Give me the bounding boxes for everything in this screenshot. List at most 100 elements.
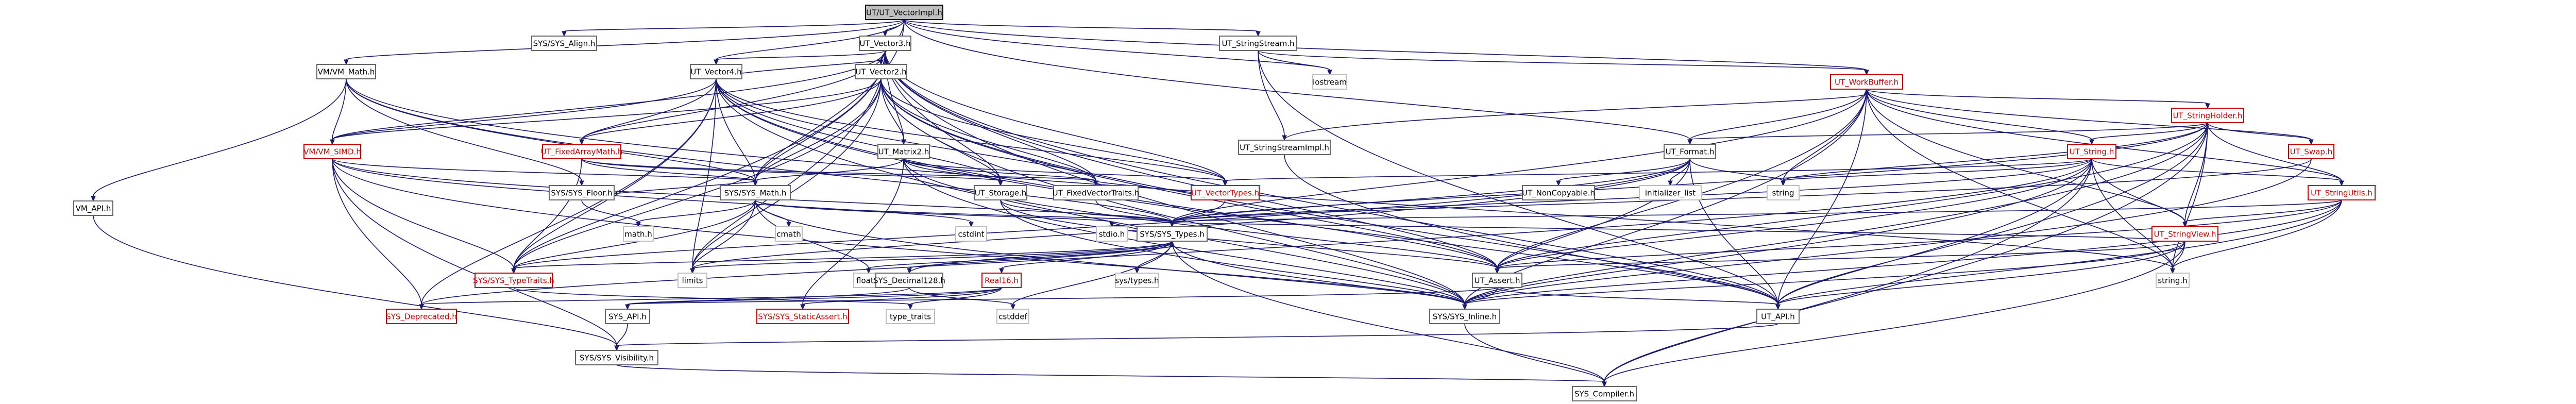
edge-line <box>880 78 1465 305</box>
edge-line <box>332 158 756 181</box>
node-strutils[interactable]: UT_StringUtils.h <box>2308 185 2376 200</box>
node-box <box>1830 74 1903 90</box>
edge-sysmath-to-inline <box>755 199 1467 310</box>
node-fixarr[interactable]: UT_FixedArrayMath.h <box>541 144 623 159</box>
node-vec2[interactable]: UT_Vector2.h <box>855 64 907 79</box>
node-staticassert[interactable]: SYS/SYS_StaticAssert.h <box>756 309 849 324</box>
node-box <box>2288 144 2334 159</box>
edge-assert-to-sysapi <box>625 287 1498 310</box>
edge-vec2-to-fixarr <box>579 78 882 145</box>
edge-line <box>332 158 514 269</box>
edge-line <box>1172 122 2208 223</box>
edge-line <box>1783 158 2092 181</box>
node-label: UT_String.h <box>2070 147 2114 157</box>
node-noncopy[interactable]: UT_NonCopyable.h <box>1522 185 1595 200</box>
edge-arrowhead <box>1170 240 1175 246</box>
node-sysapi[interactable]: SYS_API.h <box>605 309 650 324</box>
node-vec4[interactable]: UT_Vector4.h <box>690 64 742 79</box>
node-box <box>877 144 930 159</box>
node-ssimpl[interactable]: UT_StringStreamImpl.h <box>1238 140 1331 155</box>
edge-systypes-to-dec128 <box>907 241 1173 274</box>
node-align[interactable]: SYS/SYS_Align.h <box>531 36 597 51</box>
edge-line <box>1777 89 1867 305</box>
node-box <box>996 309 1029 324</box>
edge-vec4-to-vectypes <box>716 78 1228 187</box>
edge-mat2-to-storage <box>903 158 1003 187</box>
node-box <box>1219 36 1297 51</box>
node-visibility[interactable]: SYS/SYS_Visibility.h <box>575 350 658 365</box>
edge-vec2-to-vmsimd <box>330 78 882 145</box>
node-label: SYS/SYS_Align.h <box>533 39 596 49</box>
edge-strview-to-assert <box>1495 241 2185 274</box>
edge-line <box>885 50 1498 269</box>
edge-arrowhead <box>908 304 913 310</box>
edge-line <box>581 199 639 223</box>
edge-assert-to-inline <box>1462 287 1498 310</box>
node-dec128[interactable]: SYS_Decimal128.h <box>873 273 945 288</box>
node-label: UT_FixedArrayMath.h <box>541 147 623 157</box>
edge-arrowhead <box>1668 180 1673 187</box>
node-compiler[interactable]: SYS_Compiler.h <box>1572 386 1637 401</box>
edge-arrowhead <box>901 139 906 145</box>
node-box <box>775 226 803 242</box>
edge-arrowhead <box>1223 180 1228 187</box>
edge-line <box>1172 241 1605 382</box>
node-label: UT_FixedVectorTraits.h <box>1053 189 1140 198</box>
edge-arrowhead <box>878 59 884 65</box>
edge-strview-to-compiler <box>1602 241 2185 388</box>
node-box <box>73 200 113 216</box>
edge-arrowhead <box>1010 304 1015 310</box>
node-assert[interactable]: UT_Assert.h <box>1472 273 1522 288</box>
edge-line <box>346 78 2173 269</box>
node-sysmath[interactable]: SYS/SYS_Math.h <box>720 185 791 200</box>
edge-line <box>1558 158 1690 181</box>
edge-line <box>1172 158 2092 223</box>
node-strview[interactable]: UT_StringView.h <box>2151 226 2218 242</box>
node-fixtraits[interactable]: UT_FixedVectorTraits.h <box>1053 185 1140 200</box>
edge-line <box>1284 93 1867 141</box>
node-format[interactable]: UT_Format.h <box>1664 144 1716 159</box>
node-inline[interactable]: SYS/SYS_Inline.h <box>1429 309 1500 324</box>
node-label: Real16.h <box>985 276 1019 285</box>
node-vmsimd[interactable]: VM/VM_SIMD.h <box>303 144 361 159</box>
edge-vmsimd-to-sysmath <box>332 158 758 187</box>
node-box <box>855 64 907 79</box>
edge-arrowhead <box>91 196 96 202</box>
node-swap[interactable]: UT_Swap.h <box>2288 144 2334 159</box>
node-typetraits[interactable]: SYS/SYS_TypeTraits.h <box>473 273 554 288</box>
node-vmmath[interactable]: VM/VM_Math.h <box>316 64 376 79</box>
node-utapi[interactable]: UT_API.h <box>1756 309 1800 324</box>
node-label: SYS_Compiler.h <box>1574 390 1634 399</box>
node-label: SYS/SYS_Visibility.h <box>580 354 654 363</box>
node-mat2[interactable]: UT_Matrix2.h <box>877 144 930 159</box>
node-string[interactable]: UT_String.h <box>2067 144 2116 159</box>
node-box <box>1767 185 1800 200</box>
edge-line <box>564 19 905 32</box>
node-iostream: iostream <box>1312 74 1347 90</box>
node-workbuf[interactable]: UT_WorkBuffer.h <box>1830 74 1903 90</box>
edge-line <box>2091 122 2208 140</box>
node-systypes[interactable]: SYS/SYS_Types.h <box>1137 226 1208 242</box>
edge-arrowhead <box>636 222 641 228</box>
node-box <box>1639 185 1702 200</box>
edge-strhold-to-swap <box>2207 122 2314 145</box>
edge-line <box>421 78 717 305</box>
edge-line <box>332 78 882 140</box>
node-real16[interactable]: Real16.h <box>981 273 1022 288</box>
node-vectypes[interactable]: UT_VectorTypes.h <box>1191 185 1260 200</box>
edge-line <box>346 19 905 60</box>
node-strhold[interactable]: UT_StringHolder.h <box>2171 108 2244 123</box>
node-sstream[interactable]: UT_StringStream.h <box>1219 36 1297 51</box>
node-vec3[interactable]: UT_Vector3.h <box>859 36 911 51</box>
node-storage[interactable]: UT_Storage.h <box>974 185 1027 200</box>
node-box <box>1096 226 1128 242</box>
edge-line <box>1464 287 1498 305</box>
node-sysfloat[interactable]: SYS/SYS_Floor.h <box>549 185 615 200</box>
edge-systypes-to-real16 <box>999 241 1173 274</box>
node-deprecated[interactable]: SYS_Deprecated.h <box>386 309 457 324</box>
edge-line <box>1464 158 2312 305</box>
node-vmapi[interactable]: VM_API.h <box>73 200 113 216</box>
edge-ssimpl-to-workbuf <box>1284 88 1869 141</box>
node-box <box>690 64 742 79</box>
edge-line <box>910 287 1002 305</box>
